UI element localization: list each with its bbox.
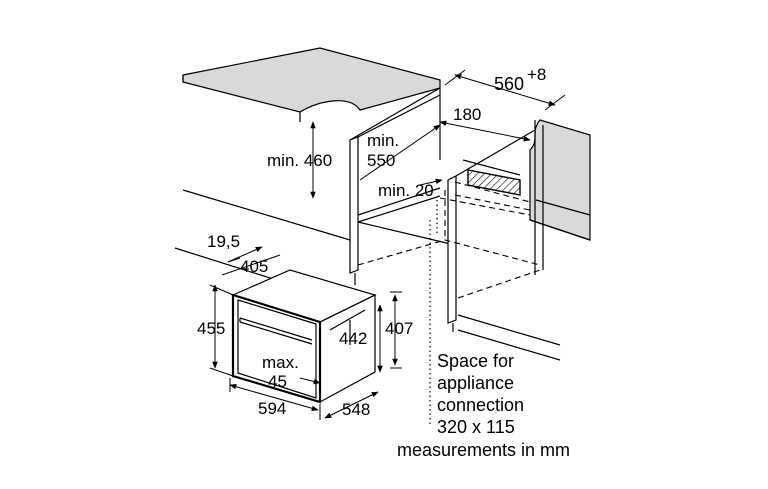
space-note-line3: connection xyxy=(437,395,524,415)
connection-box xyxy=(462,159,521,196)
dim-overall-width: 594 xyxy=(258,399,286,418)
dim-min-height-above: min. 460 xyxy=(267,151,332,170)
dim-max-value: 45 xyxy=(268,372,287,391)
cabinet-walls xyxy=(349,87,544,332)
space-note-line2: appliance xyxy=(437,373,514,393)
units-note: measurements in mm xyxy=(397,440,570,460)
dim-min-side: min. 20 xyxy=(378,181,434,200)
worktop-right xyxy=(529,119,591,241)
space-note-line4: 320 x 115 xyxy=(437,417,515,437)
dim-niche-height: 407 xyxy=(385,319,413,338)
dim-cutout-width: 560 xyxy=(494,74,524,94)
dim-front-offset: 19,5 xyxy=(207,232,240,251)
dim-overall-depth: 548 xyxy=(342,400,370,419)
dim-min-depth-value: 550 xyxy=(367,151,395,170)
dim-cutout-tolerance: +8 xyxy=(527,65,546,84)
dim-door-width: 405 xyxy=(240,257,268,276)
dim-min-depth-label: min. xyxy=(367,131,399,150)
dimension-lines xyxy=(209,69,566,420)
dim-body-height: 442 xyxy=(339,329,367,348)
dim-overall-height: 455 xyxy=(197,319,225,338)
space-note-line1: Space for xyxy=(437,351,514,371)
dim-max-label: max. xyxy=(262,353,299,372)
floor-lines xyxy=(174,189,591,361)
worktop-left xyxy=(182,47,441,122)
dim-rear-gap: 180 xyxy=(453,105,481,124)
